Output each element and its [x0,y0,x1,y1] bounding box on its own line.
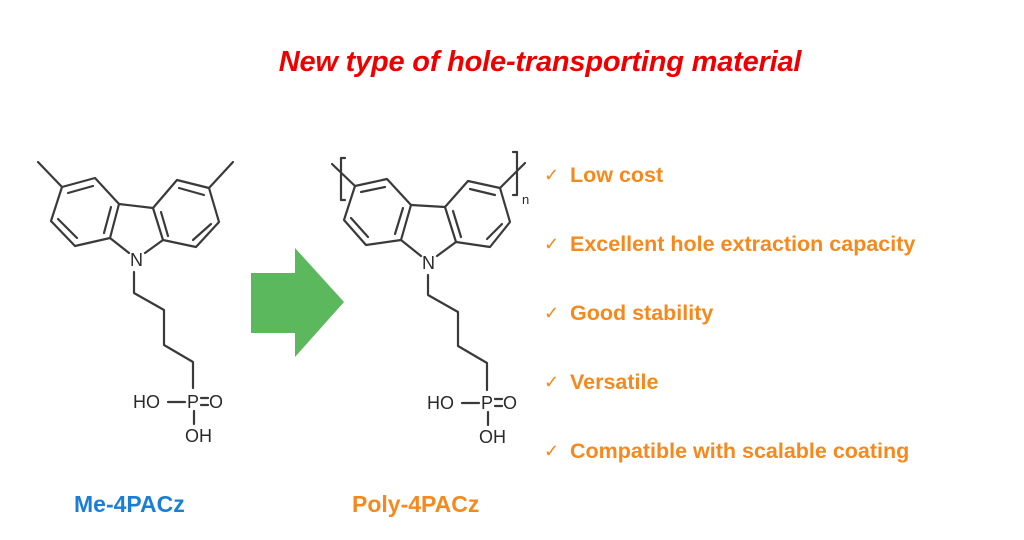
nitrogen-atom: N [130,250,143,270]
polymer-link-bond-left [330,162,357,188]
double-bond [485,222,504,241]
benefit-item-scalable-coating: ✓ Compatible with scalable coating [544,436,915,505]
phosphorus-atom: P [481,393,493,413]
double-bond [468,187,497,197]
page-title: New type of hole-transporting material [278,46,802,78]
double-bond [349,216,370,239]
benefit-item-hole-extraction: ✓ Excellent hole extraction capacity [544,229,915,298]
hydroxyl-bottom-atom: OH [185,426,212,446]
left-bracket [339,156,347,202]
hydroxyl-left-atom: HO [133,392,160,412]
right-bracket [511,150,519,197]
benefit-item-stability: ✓ Good stability [544,298,915,367]
benefit-text: Low cost [570,163,664,187]
repeat-unit-subscript: n [522,192,529,207]
double-bond [177,186,206,197]
n-bond-left [399,238,423,258]
phosphorus-atom: P [187,392,199,412]
double-bond [56,217,79,240]
benefits-list: ✓ Low cost ✓ Excellent hole extraction c… [544,160,915,505]
checkmark-icon: ✓ [544,372,560,392]
me-4pacz-structure: N HO P O OH [36,160,235,446]
hydroxyl-bottom-atom: OH [479,427,506,447]
butyl-chain [132,270,195,390]
oxygen-atom: O [503,393,517,413]
double-bond [359,185,387,194]
n-bond-right [435,240,458,258]
double-bond [451,209,463,239]
ring-fusion-bond [117,202,155,210]
benefit-text: Versatile [570,370,659,394]
n-bond-right [143,238,165,255]
double-bond [191,222,213,242]
checkmark-icon: ✓ [544,165,560,185]
right-arrow-icon [251,248,344,357]
checkmark-icon: ✓ [544,234,560,254]
benefit-item-versatile: ✓ Versatile [544,367,915,436]
methyl-bond [36,160,64,189]
double-bond [159,210,170,238]
polymer-link-bond-right [498,161,527,190]
double-bond [393,206,405,236]
nitrogen-atom: N [422,253,435,273]
benefit-text: Good stability [570,301,714,325]
ring-fusion-bond [409,203,447,209]
checkmark-icon: ✓ [544,303,560,323]
n-bond-left [108,236,131,255]
double-bond [66,184,95,195]
me-4pacz-label: Me-4PACz [74,491,185,517]
checkmark-icon: ✓ [544,441,560,461]
poly-4pacz-structure: n N HO P O OH [330,150,529,447]
methyl-bond [207,160,235,190]
oxygen-atom: O [209,392,223,412]
benefit-text: Excellent hole extraction capacity [570,232,916,256]
benefit-text: Compatible with scalable coating [570,439,910,463]
butyl-chain [426,273,489,392]
hydroxyl-left-atom: HO [427,393,454,413]
benefit-item-low-cost: ✓ Low cost [544,160,915,229]
double-bond [102,205,113,235]
poly-4pacz-label: Poly-4PACz [352,491,480,517]
